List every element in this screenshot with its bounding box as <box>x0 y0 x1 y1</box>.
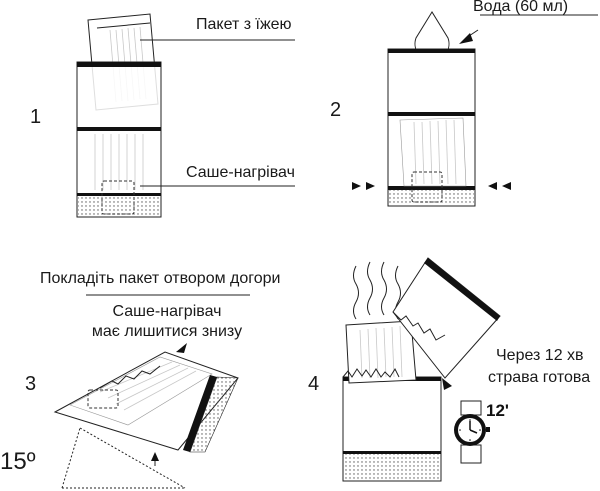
opened-bag-illustration <box>342 320 442 482</box>
tear-pointer-arrow-icon <box>442 378 452 390</box>
squeeze-arrow-left-icon <box>352 182 375 190</box>
watch-icon <box>454 400 490 464</box>
step-3-number: 3 <box>25 373 36 395</box>
water-pointer-arrow-icon <box>459 29 479 44</box>
ready-text-line2: страва готова <box>488 369 590 386</box>
ready-text-line1: Через 12 хв <box>496 347 584 364</box>
heater-label: Саше-нагрівач <box>186 164 295 181</box>
top-pointer-arrow-icon <box>176 343 187 353</box>
water-label: Вода (60 мл) <box>473 0 568 15</box>
heater-bag-with-water <box>387 48 476 207</box>
timer-label: 12' <box>486 401 509 420</box>
heater-bag-illustration <box>76 61 162 218</box>
bottom-pointer-arrow-icon <box>151 452 159 466</box>
tilted-bag-illustration <box>53 351 239 453</box>
squeeze-arrow-right-icon <box>488 182 511 190</box>
pouch-label: Пакет з їжею <box>196 16 292 33</box>
heater-bottom-line2: має лишитися знизу <box>92 323 242 340</box>
torn-top-strip <box>392 257 501 379</box>
step-1-panel: 1 Пакет з ї <box>30 13 295 218</box>
step-3-panel: Покладіть пакет отвором догори Саше-нагр… <box>0 270 280 489</box>
step-4-number: 4 <box>308 373 319 395</box>
angle-indicator <box>61 427 186 489</box>
tilt-angle-label: 15º <box>0 448 36 475</box>
heater-bottom-line1: Саше-нагрівач <box>113 303 222 320</box>
step-2-panel: 2 <box>330 0 598 207</box>
step-2-number: 2 <box>330 99 341 121</box>
step-1-number: 1 <box>30 106 41 128</box>
step-4-panel: 4 Через 12 х <box>308 257 590 482</box>
place-instruction: Покладіть пакет отвором догори <box>40 270 280 287</box>
